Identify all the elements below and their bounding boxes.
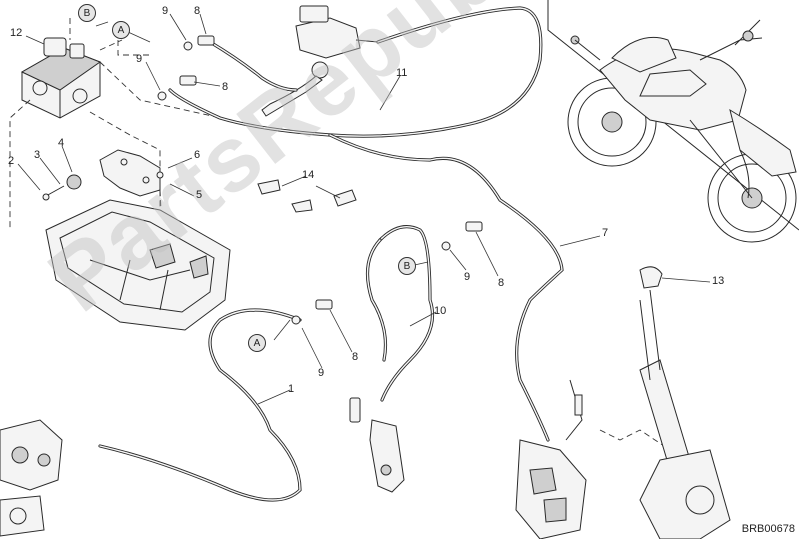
reference-letter-a-mid: A: [248, 334, 266, 352]
callout-4: 4: [58, 137, 65, 149]
rear-brake-caliper: [0, 419, 63, 537]
callout-8-upper: 8: [222, 81, 229, 93]
reference-letter-b-top: B: [78, 4, 96, 22]
callout-5: 5: [196, 189, 203, 201]
callout-9-upper: 9: [136, 53, 143, 65]
callout-12: 12: [10, 27, 23, 39]
hose-clamp: [639, 266, 663, 289]
hose-fittings: [257, 179, 357, 213]
callout-14: 14: [302, 169, 315, 181]
leader-lines: [17, 13, 711, 405]
motorcycle-inset: [547, 0, 799, 243]
callout-2: 2: [8, 155, 15, 167]
callout-6: 6: [194, 149, 201, 161]
callout-9-right: 9: [464, 271, 471, 283]
battery-tray: [45, 199, 231, 331]
abs-control-unit: [20, 37, 102, 119]
front-fork: [639, 289, 731, 539]
front-brake-master-cylinder: [261, 5, 379, 117]
callout-8-right: 8: [498, 277, 505, 289]
callout-7: 7: [602, 227, 609, 239]
callout-9-top: 9: [162, 5, 169, 17]
front-brake-caliper: [515, 379, 587, 539]
callout-8-top: 8: [194, 5, 201, 17]
callout-8-lower: 8: [352, 351, 359, 363]
banjo-bolts: [157, 35, 483, 325]
rear-brake-master-cylinder: [349, 397, 405, 493]
mounting-bracket: [42, 149, 164, 201]
reference-letter-a-top: A: [112, 21, 130, 39]
callout-1: 1: [288, 383, 295, 395]
callout-9-lower: 9: [318, 367, 325, 379]
callout-11: 11: [396, 67, 408, 79]
callout-3: 3: [34, 149, 41, 161]
callout-10: 10: [434, 305, 447, 317]
drawing-code: BRB00678: [741, 523, 795, 535]
reference-letter-b-mid: B: [398, 257, 416, 275]
callout-13: 13: [712, 275, 725, 287]
